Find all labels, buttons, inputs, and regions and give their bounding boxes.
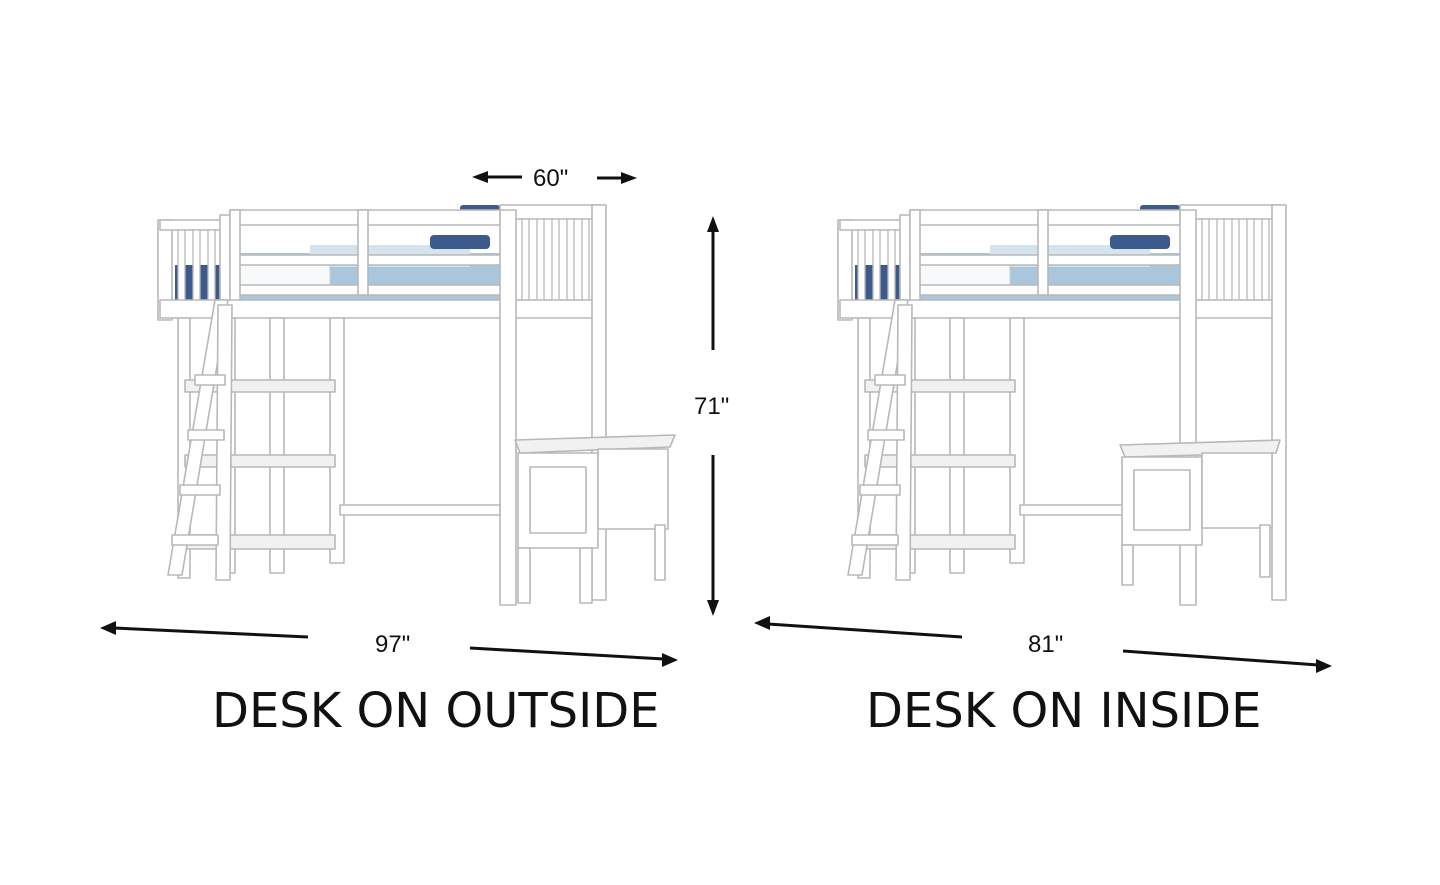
- desk-outside: [514, 434, 676, 604]
- caption-desk-outside: DESK ON OUTSIDE: [212, 683, 660, 739]
- caption-desk-inside: DESK ON INSIDE: [866, 683, 1262, 739]
- length-outside-label: 97": [375, 631, 411, 658]
- loft-bed-desk-outside: [157, 204, 676, 606]
- desk-inside: [1119, 439, 1281, 586]
- length-outside-dimension-arrows: [100, 621, 678, 667]
- length-inside-dimension-arrows: [754, 616, 1332, 673]
- loft-bed-desk-inside: [837, 204, 1287, 606]
- height-dimension-arrows: [707, 216, 719, 616]
- width-dimension-arrows: [472, 171, 637, 184]
- length-inside-label: 81": [1028, 631, 1064, 658]
- bed-width-label: 60": [533, 165, 569, 192]
- height-label: 71": [694, 393, 730, 420]
